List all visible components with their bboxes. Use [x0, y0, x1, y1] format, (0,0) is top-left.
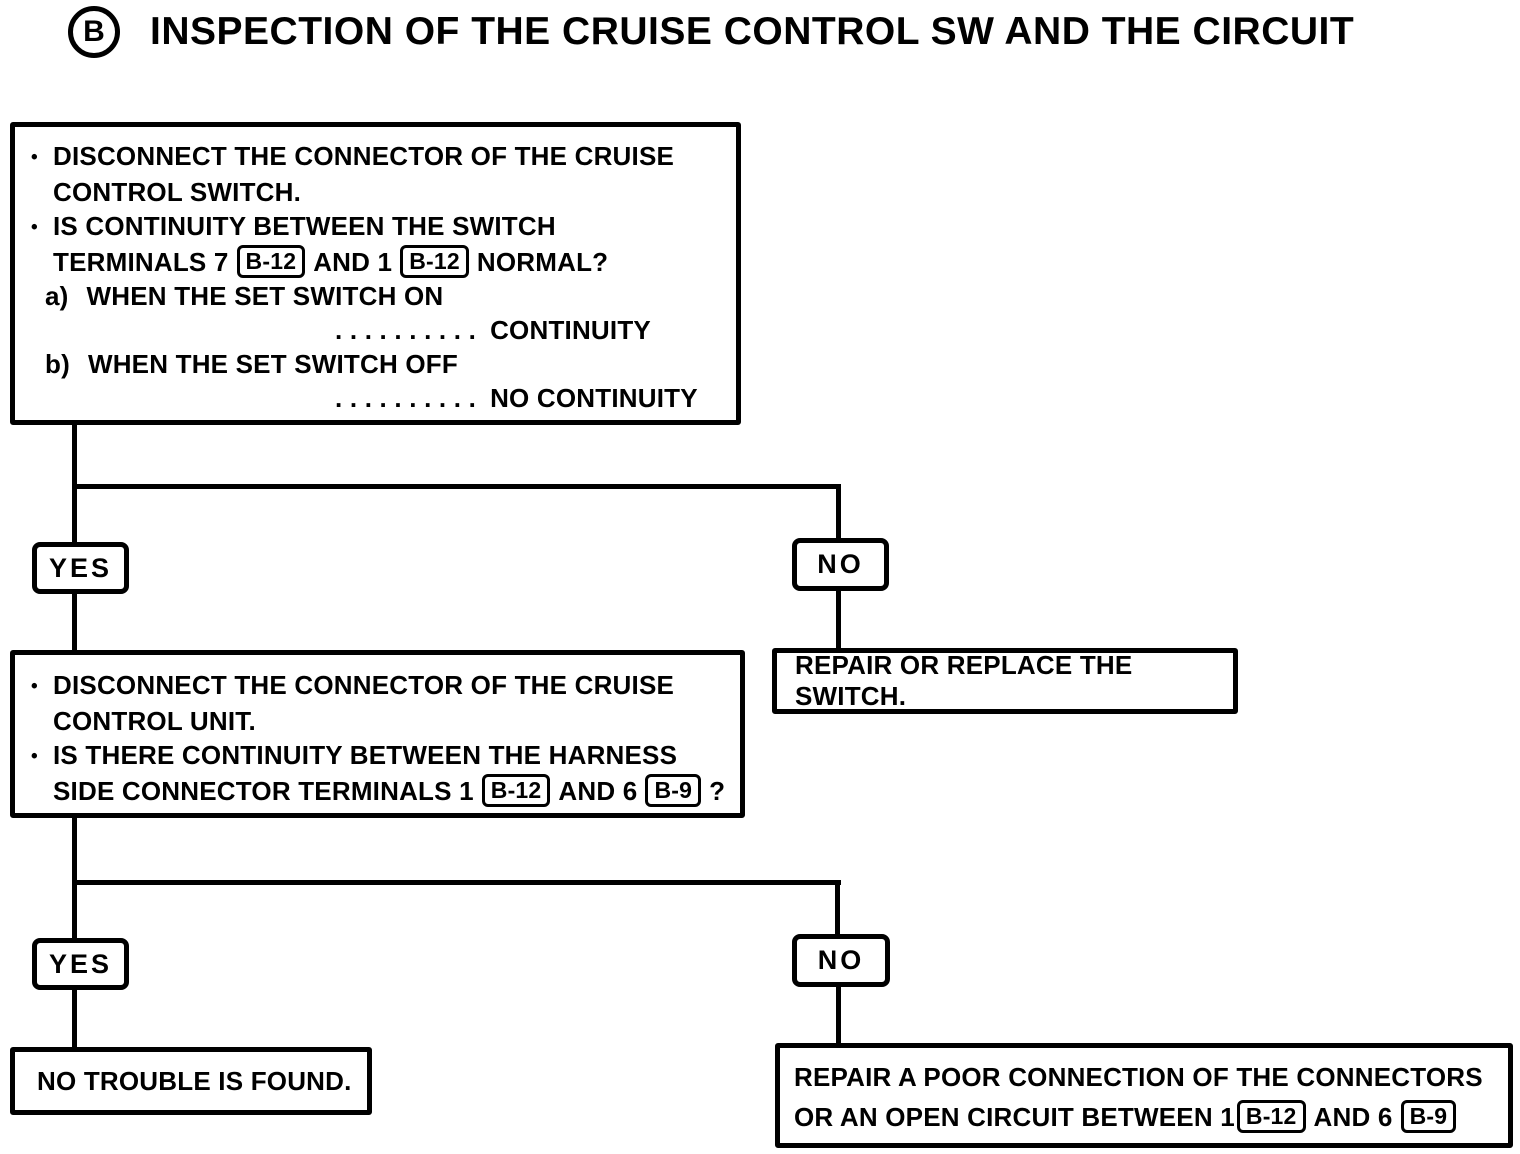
flow-line-yes2-to-no-trouble [72, 990, 77, 1047]
step1-box: •DISCONNECT THE CONNECTOR OF THE CRUISE … [10, 122, 741, 425]
section-badge: B [68, 6, 120, 58]
step2-box: •DISCONNECT THE CONNECTOR OF THE CRUISE … [10, 650, 745, 818]
step2-item1-line2: CONTROL UNIT. [53, 706, 256, 736]
step2-item2-line1: •IS THERE CONTINUITY BETWEEN THE HARNESS [31, 738, 740, 774]
flow-line-no2-to-repair-connection [836, 987, 841, 1043]
flow-line-branch2-to-no2 [835, 880, 840, 934]
yes-branch-1-box: YES [32, 542, 129, 594]
dotted-leader: . . . . . . . . . . [335, 383, 477, 413]
step1-case-b-result: . . . . . . . . . .NO CONTINUITY [335, 383, 698, 413]
step1-case-a-result: . . . . . . . . . .CONTINUITY [335, 315, 651, 345]
no-branch-1-box: NO [792, 538, 889, 591]
flow-line-branch2-horizontal [72, 880, 841, 885]
connector-ref-chip: B-9 [645, 774, 702, 807]
connector-ref-chip: B-12 [400, 245, 469, 278]
bullet-marker: • [31, 676, 38, 697]
step1-item2-line1: •IS CONTINUITY BETWEEN THE SWITCH [31, 209, 736, 245]
flow-line-yes1-to-step2 [72, 594, 77, 650]
connector-ref-chip: B-12 [481, 774, 551, 807]
page-title: INSPECTION OF THE CRUISE CONTROL SW AND … [150, 10, 1355, 53]
repair-switch-box: REPAIR OR REPLACE THE SWITCH. [772, 648, 1238, 714]
repair-connection-line1: REPAIR A POOR CONNECTION OF THE CONNECTO… [794, 1062, 1483, 1092]
bullet-marker: • [31, 746, 38, 767]
flow-line-branch1-horizontal [72, 484, 841, 489]
step1-item1-line1: •DISCONNECT THE CONNECTOR OF THE CRUISE [31, 139, 736, 175]
no-trouble-box: NO TROUBLE IS FOUND. [10, 1047, 372, 1115]
connector-ref-chip: B-12 [236, 245, 306, 278]
step2-item1-line1: •DISCONNECT THE CONNECTOR OF THE CRUISE [31, 668, 740, 704]
step1-case-b: b)WHEN THE SET SWITCH OFF [45, 349, 458, 379]
bullet-marker: • [31, 217, 38, 238]
flow-line-no1-to-repair-switch [836, 591, 841, 648]
repair-connection-box: REPAIR A POOR CONNECTION OF THE CONNECTO… [775, 1043, 1513, 1148]
connector-ref-chip: B-12 [1236, 1100, 1306, 1133]
step1-case-a: a)WHEN THE SET SWITCH ON [45, 281, 444, 311]
dotted-leader: . . . . . . . . . . [335, 315, 477, 345]
bullet-marker: • [31, 147, 38, 168]
page-header: B INSPECTION OF THE CRUISE CONTROL SW AN… [68, 6, 1354, 58]
flow-line-step1-to-yes1 [72, 425, 77, 542]
yes-branch-2-box: YES [32, 938, 129, 990]
connector-ref-chip: B-9 [1400, 1100, 1457, 1133]
flow-line-branch1-to-no1 [836, 484, 841, 538]
flow-line-step2-to-yes2 [72, 818, 77, 938]
step1-item1-line2: CONTROL SWITCH. [53, 177, 302, 207]
no-branch-2-box: NO [792, 934, 890, 987]
